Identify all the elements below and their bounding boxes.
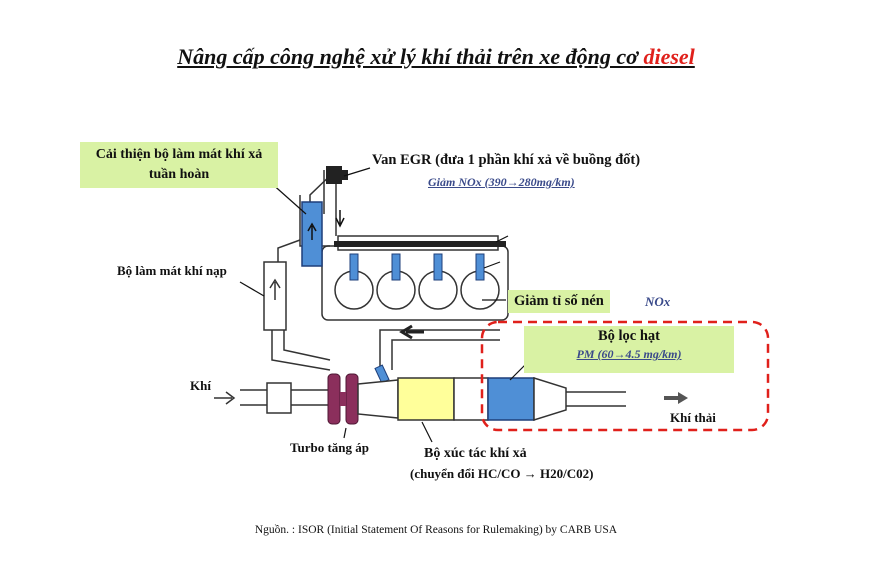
injectors — [349, 253, 485, 281]
catalyst-unit — [397, 377, 455, 421]
air-filter — [266, 382, 292, 414]
label-exhaust: Khí thải — [670, 410, 716, 425]
egr-valve-connector — [342, 170, 348, 180]
exhaust-arrow-icon — [678, 392, 688, 404]
label-intake: Khí — [190, 378, 211, 393]
turbo-shaft — [340, 392, 346, 406]
dpf-label-box: Bộ lọc hạt PM (60→4.5 mg/km) — [524, 326, 734, 373]
source-note: Nguồn. : ISOR (Initial Statement Of Reas… — [254, 524, 618, 536]
label-compression: Giảm tỉ số nén — [508, 290, 610, 313]
page-title: Nâng cấp công nghệ xử lý khí thải trên x… — [0, 44, 872, 70]
title-main: Nâng cấp công nghệ xử lý khí thải trên x… — [177, 44, 644, 69]
label-egr-valve: Van EGR (đưa 1 phần khí xả về buồng đốt) — [372, 152, 641, 168]
exhaust-sensor — [374, 364, 390, 384]
label-egr-cooler: Cải thiện bộ làm mát khí xả tuần hoàn — [80, 142, 278, 188]
turbo-turbine — [345, 373, 359, 425]
dpf-unit — [487, 377, 535, 421]
label-dpf: Bộ lọc hạt — [597, 328, 661, 344]
egr-flow-arrow-icon — [335, 210, 345, 228]
fuel-rail — [334, 241, 506, 247]
intake-arrow-icon — [214, 391, 236, 405]
label-nox: NOx — [645, 294, 671, 309]
label-dpf-pm: PM (60→4.5 mg/km) — [576, 347, 682, 361]
exhaust-pipe-mid — [453, 377, 489, 421]
egr-valve-unit — [326, 166, 342, 184]
label-egr-nox: Giảm NOx (390→280mg/km) — [428, 175, 575, 189]
exhaust-taper — [533, 376, 567, 422]
flow-arrow-icon — [399, 324, 424, 340]
exhaust-connector — [357, 379, 399, 419]
label-turbo: Turbo tăng áp — [290, 440, 369, 455]
label-intercooler: Bộ làm mát khí nạp — [117, 263, 227, 278]
title-highlight: diesel — [643, 44, 695, 69]
label-catalyst: Bộ xúc tác khí xả — [424, 446, 527, 461]
turbo-compressor — [327, 373, 341, 425]
intercooler-arrow-icon — [269, 278, 281, 300]
tailpipe — [566, 391, 626, 407]
label-catalyst-note: (chuyển đổi HC/CO → H20/C02) — [410, 466, 594, 481]
dpf-highlight-frame — [480, 320, 770, 432]
egr-cooler-arrow-icon — [307, 222, 317, 240]
